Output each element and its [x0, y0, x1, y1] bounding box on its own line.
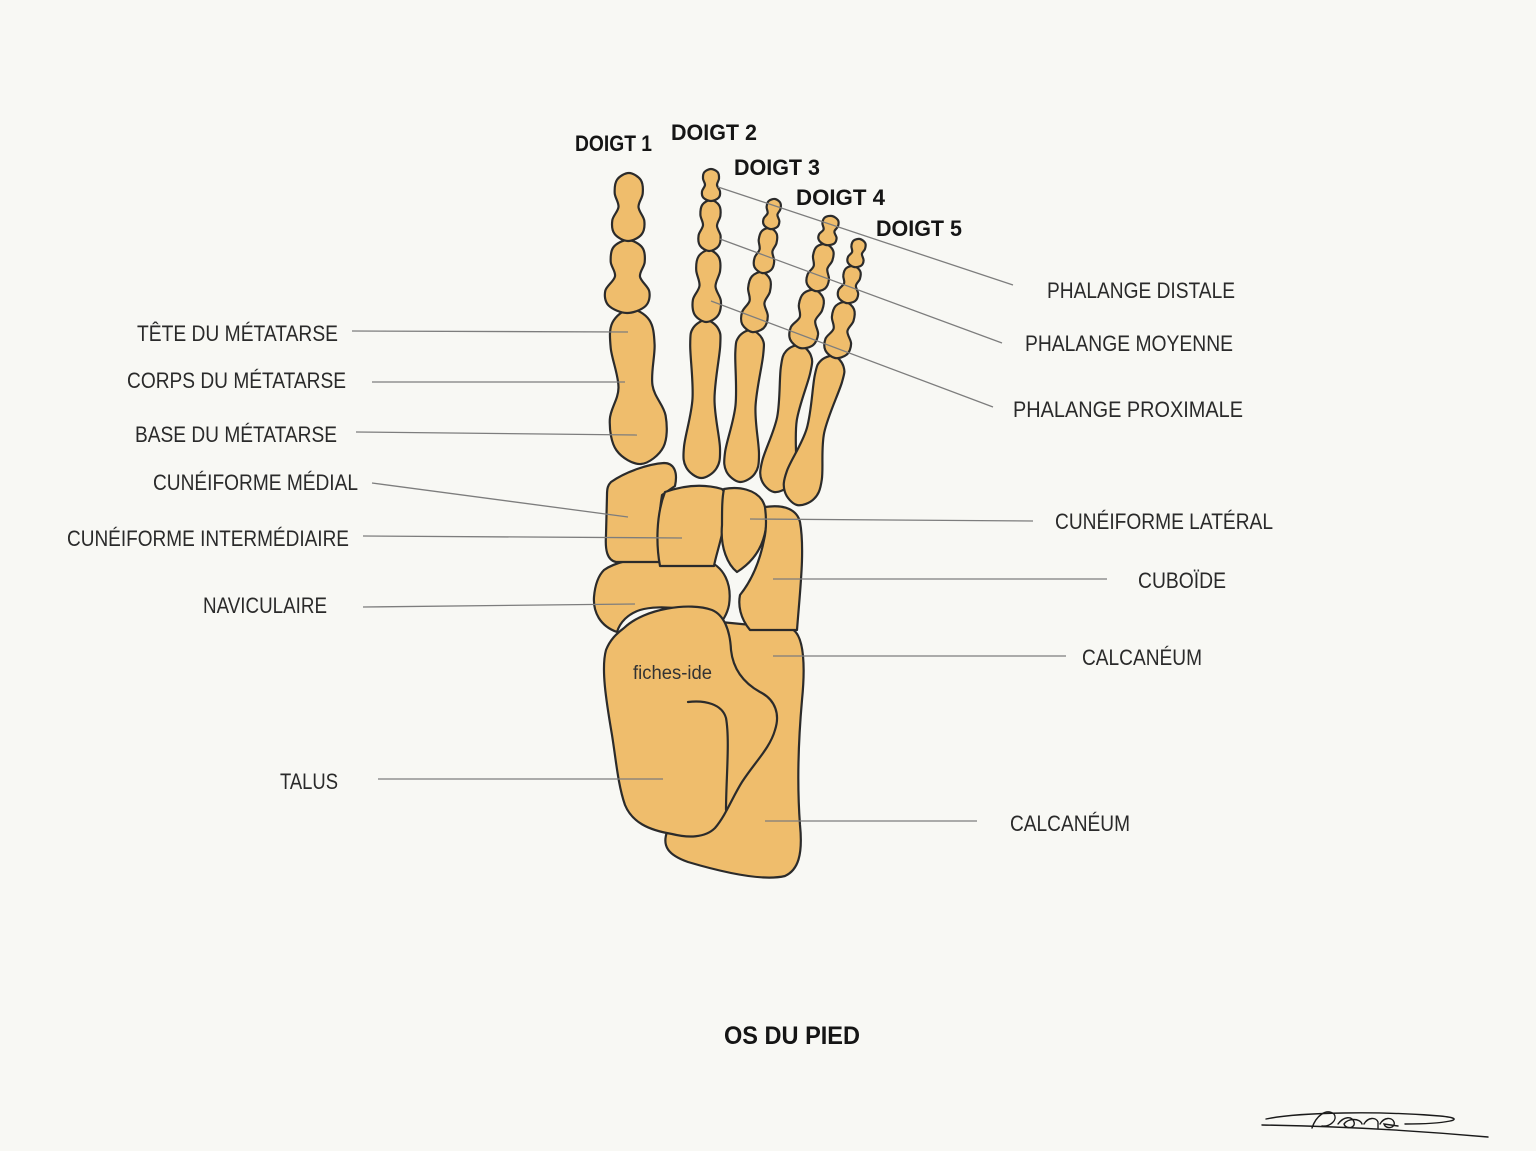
label-lateral-cuneiform: CUNÉIFORME LATÉRAL — [1055, 509, 1273, 534]
toe-2-label: DOIGT 2 — [671, 120, 757, 145]
label-distal-phalanx: PHALANGE DISTALE — [1047, 278, 1235, 303]
leader-middle-phalanx — [719, 238, 1003, 344]
leader-metatarsal-head — [351, 330, 629, 333]
signature-stroke-lower — [1261, 1124, 1489, 1138]
toe-2-metatarsal — [682, 318, 722, 480]
toe-labels: DOIGT 1 DOIGT 2 DOIGT 3 DOIGT 4 DOIGT 5 — [575, 120, 962, 241]
label-cuboid: CUBOÏDE — [1138, 568, 1226, 593]
label-proximal-phalanx: PHALANGE PROXIMALE — [1013, 397, 1243, 422]
toe-4-label: DOIGT 4 — [796, 185, 886, 210]
label-navicular: NAVICULAIRE — [203, 593, 327, 618]
toe-5-middle-phalanx — [836, 264, 862, 305]
talus-inner-contour — [686, 700, 729, 812]
toe-3-middle-phalanx — [752, 226, 779, 275]
toe-4-proximal-phalanx — [788, 288, 825, 350]
toe-2-middle-phalanx — [697, 198, 722, 253]
right-labels: PHALANGE DISTALE PHALANGE MOYENNE PHALAN… — [1010, 278, 1273, 836]
leader-navicular — [362, 603, 636, 608]
leader-metatarsal-base — [355, 431, 638, 436]
label-middle-phalanx: PHALANGE MOYENNE — [1025, 331, 1233, 356]
label-talus: TALUS — [280, 769, 338, 794]
leader-lateral-cuneiform — [749, 518, 1034, 522]
toe-2-distal-phalanx — [700, 167, 722, 203]
label-metatarsal-body: CORPS DU MÉTATARSE — [127, 368, 346, 393]
cuboid — [738, 505, 804, 632]
toe-1-distal-phalanx — [610, 171, 646, 243]
watermark: fiches-ide — [633, 663, 712, 684]
toe-3-metatarsal — [723, 328, 766, 484]
leader-lines — [351, 186, 1107, 822]
leader-medial-cuneiform — [371, 482, 629, 518]
toe-3-label: DOIGT 3 — [734, 155, 820, 180]
toe-5-distal-phalanx — [846, 237, 867, 269]
leader-proximal-phalanx — [710, 300, 994, 408]
signature — [1261, 1111, 1489, 1138]
toe-5-label: DOIGT 5 — [876, 216, 962, 241]
label-calcaneum-lower: CALCANÉUM — [1010, 811, 1130, 836]
label-metatarsal-base: BASE DU MÉTATARSE — [135, 422, 337, 447]
toe-5-metatarsal — [782, 354, 846, 507]
toe-4-metatarsal — [759, 343, 814, 494]
lateral-cuneiform — [720, 486, 768, 574]
label-medial-cuneiform: CUNÉIFORME MÉDIAL — [153, 470, 358, 495]
diagram-title: OS DU PIED — [724, 1022, 860, 1050]
toe-1-proximal-phalanx — [603, 238, 651, 315]
toe-2-proximal-phalanx — [691, 248, 723, 324]
toe-bones — [603, 167, 867, 507]
leader-distal-phalanx — [717, 186, 1014, 286]
toe-3-proximal-phalanx — [740, 270, 772, 334]
label-calcaneum-upper: CALCANÉUM — [1082, 645, 1202, 670]
toe-4-distal-phalanx — [817, 214, 840, 247]
toe-1-metatarsal — [608, 307, 668, 466]
intermediate-cuneiform — [656, 484, 728, 568]
toe-4-middle-phalanx — [805, 242, 835, 293]
toe-5-proximal-phalanx — [823, 300, 856, 360]
signature-letters — [1311, 1111, 1399, 1129]
leader-intermediate-cuneiform — [362, 535, 683, 539]
signature-stroke-upper — [1265, 1112, 1455, 1125]
label-metatarsal-head: TÊTE DU MÉTATARSE — [137, 321, 338, 346]
toe-1-label: DOIGT 1 — [575, 131, 652, 156]
left-labels: TÊTE DU MÉTATARSE CORPS DU MÉTATARSE BAS… — [67, 321, 358, 794]
label-intermediate-cuneiform: CUNÉIFORME INTERMÉDIAIRE — [67, 526, 349, 551]
